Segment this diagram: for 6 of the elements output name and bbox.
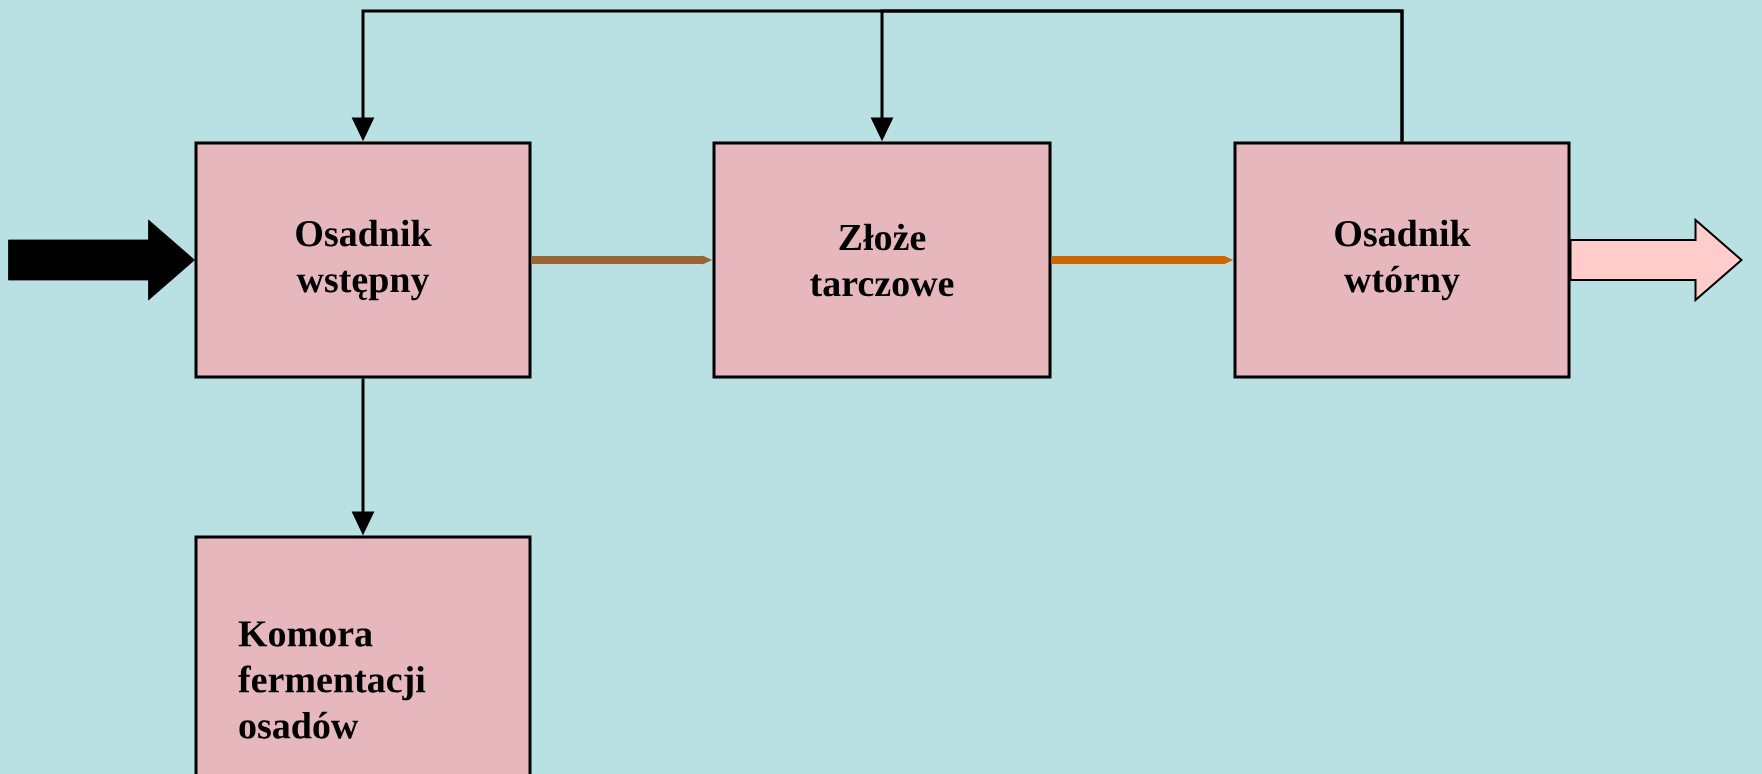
process-box: Osadnik wtórny xyxy=(1233,141,1571,379)
process-box: Złoże tarczowe xyxy=(712,141,1052,379)
process-box: Komora fermentacji osadów xyxy=(194,535,532,774)
arrow xyxy=(1569,217,1744,303)
arrow xyxy=(8,219,195,301)
process-box: Osadnik wstępny xyxy=(194,141,532,379)
